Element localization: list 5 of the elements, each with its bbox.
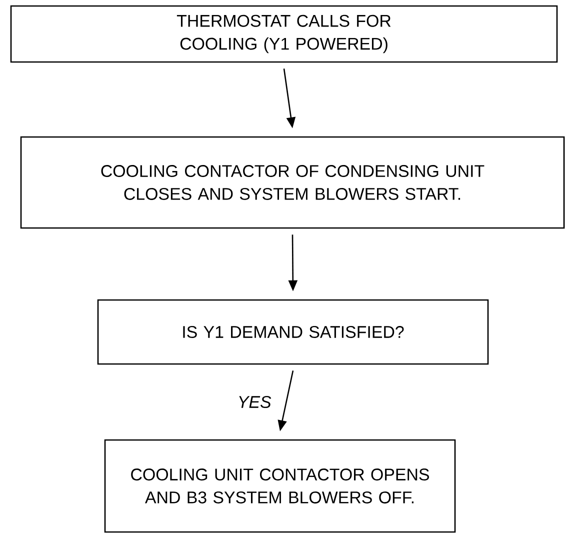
edge-label: YES — [236, 395, 272, 409]
process-box: COOLING CONTACTOR OF CONDENSING UNIT CLOSES AND SYSTEM BLOWERS START. — [20, 136, 565, 229]
process-box: IS Y1 DEMAND SATISFIED? — [97, 299, 489, 365]
process-box: COOLING UNIT CONTACTOR OPENS AND B3 SYSTEM BLOWERS OFF. — [104, 439, 456, 533]
process-box: THERMOSTAT CALLS FOR COOLING (Y1 POWERED) — [10, 5, 558, 63]
